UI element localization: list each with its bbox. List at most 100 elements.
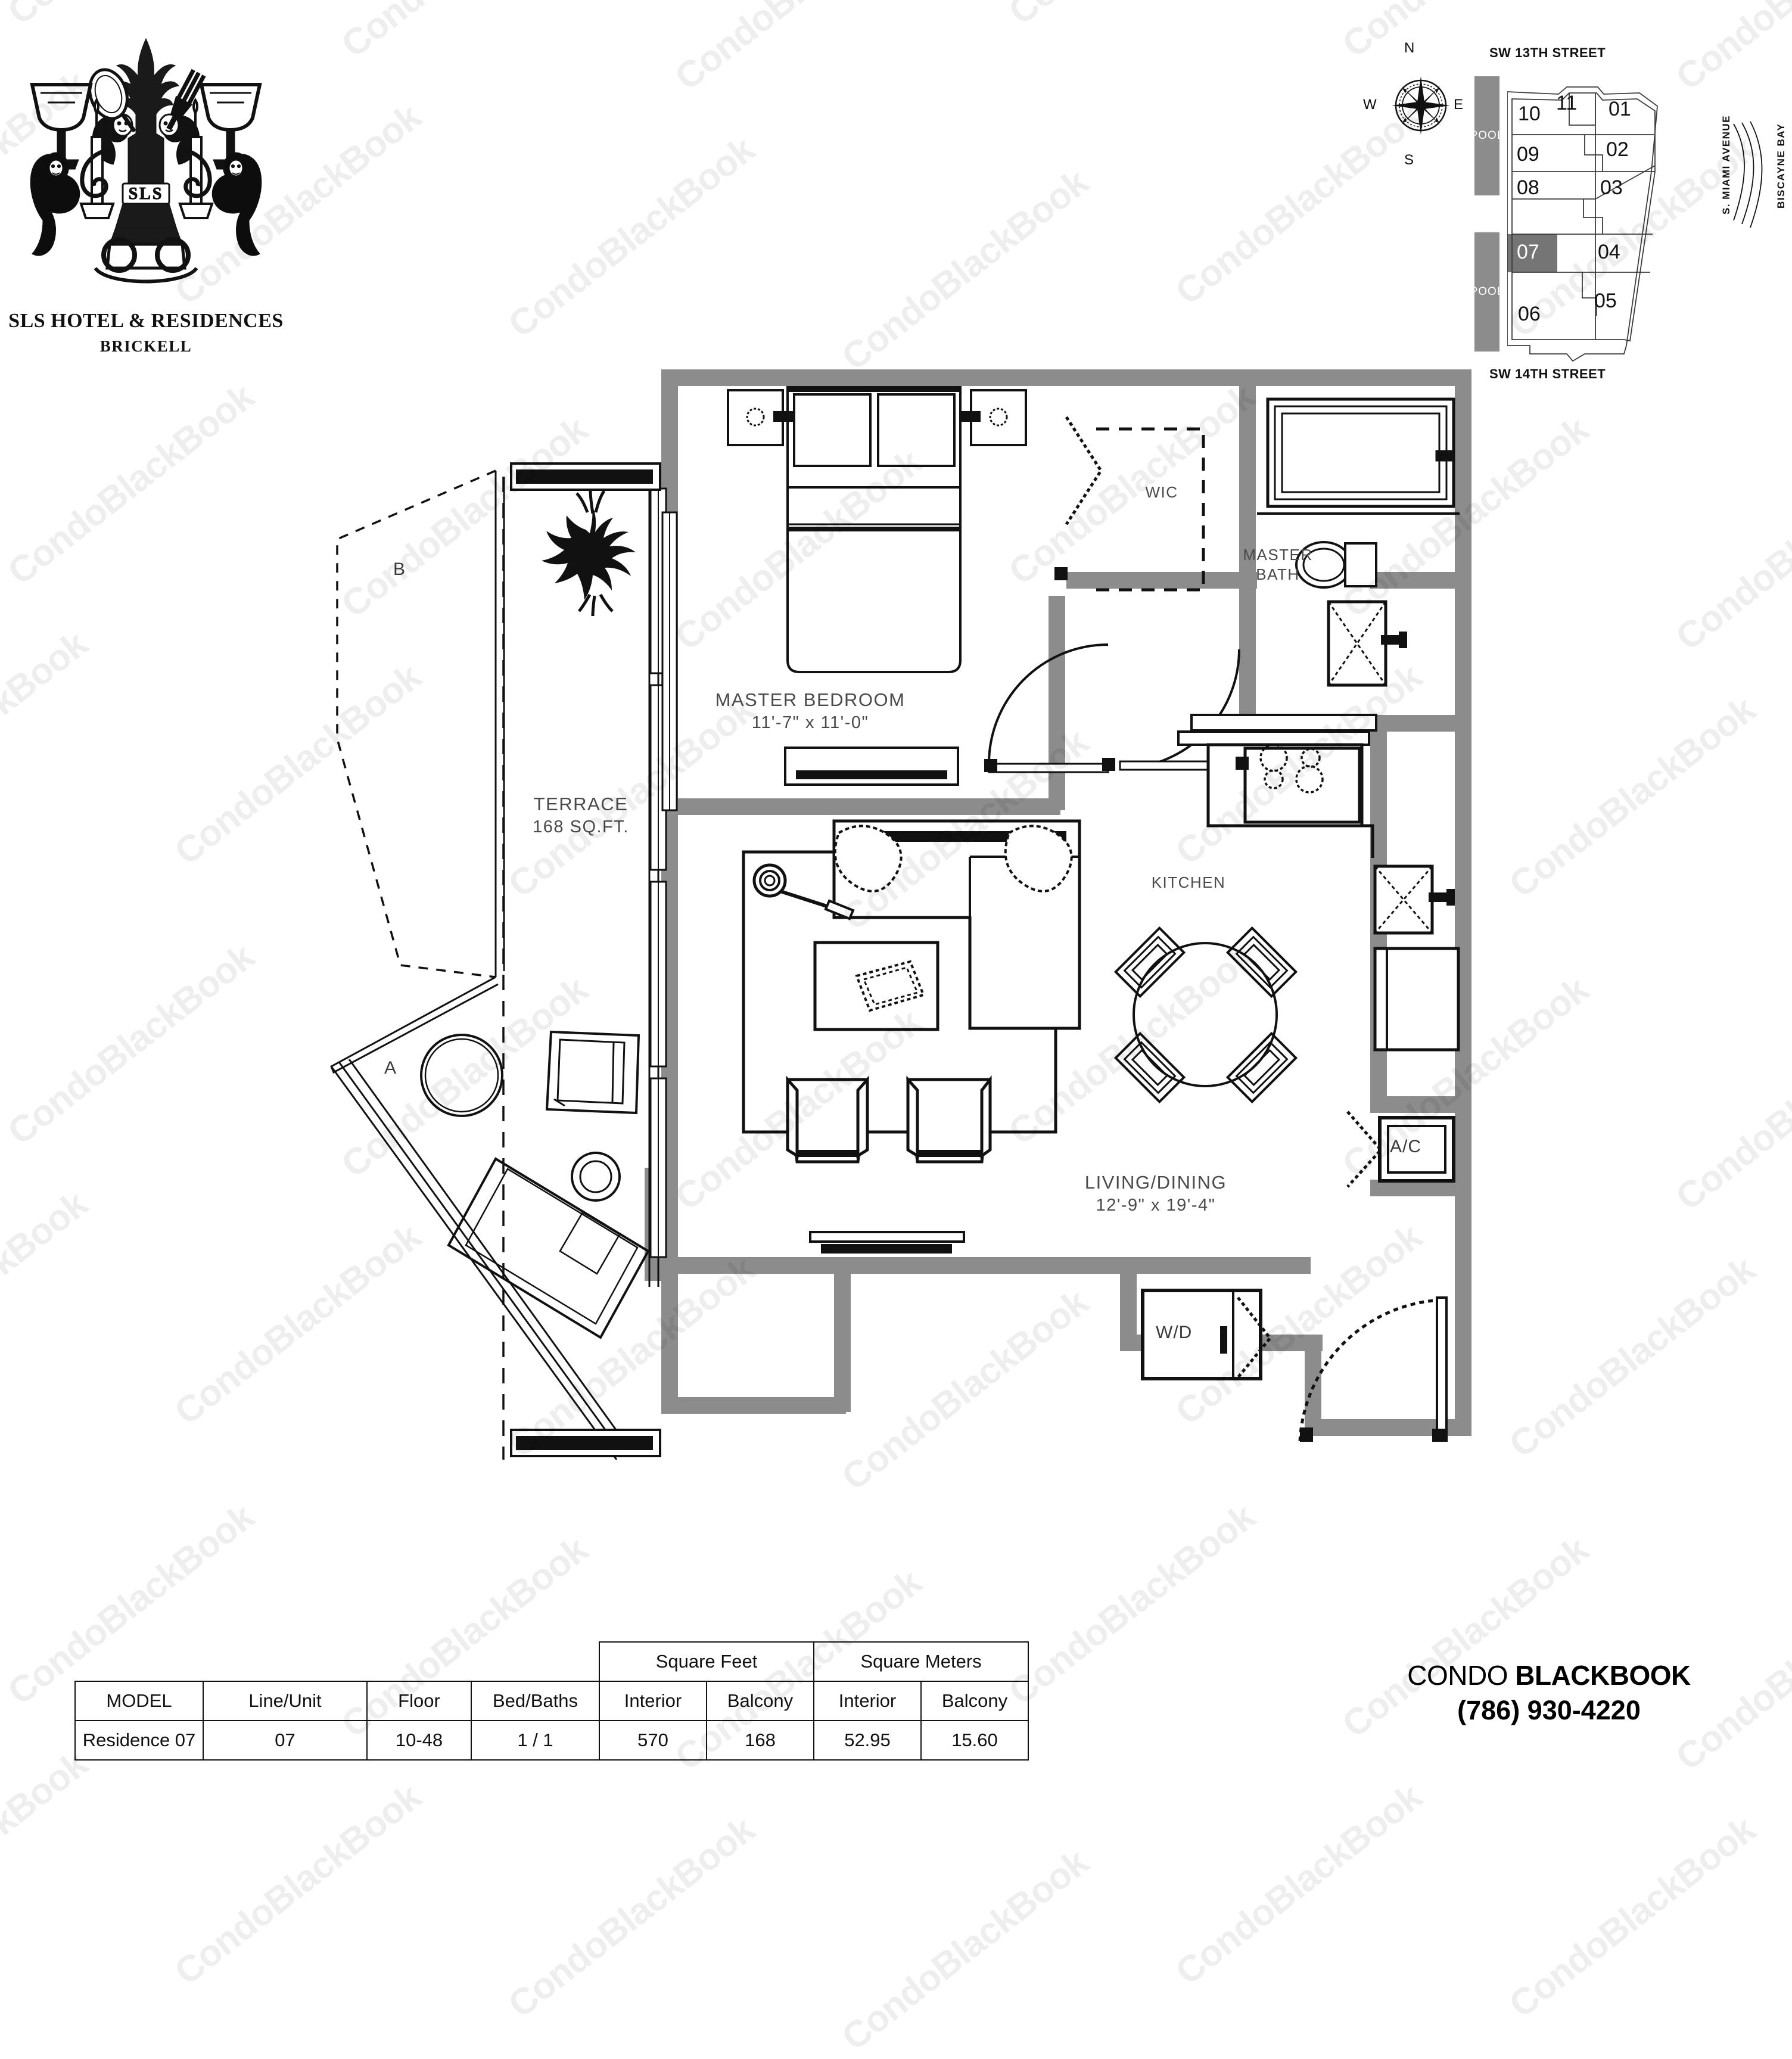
hotel-name: SLS HOTEL & RESIDENCES [8, 310, 284, 332]
col-sqm-interior: Interior [813, 1681, 922, 1721]
washer-dryer-box [1141, 1289, 1262, 1380]
label-kitchen: KITCHEN [1151, 873, 1226, 891]
watermark-text: CondoBlackBook [1168, 1776, 1430, 1993]
cell-floor: 10-48 [366, 1720, 472, 1761]
refrigerator-icon [1373, 947, 1460, 1052]
cell-model: Residence 07 [74, 1720, 204, 1761]
dining-table-icon [1133, 942, 1278, 1087]
brand-name-part1: CONDO [1407, 1660, 1508, 1691]
keyplan-street-top: SW 13TH STREET [1489, 45, 1606, 60]
door-jambs [984, 567, 1249, 772]
table-header-row: MODEL Line/Unit Floor Bed/Baths Interior… [74, 1681, 1029, 1721]
keyplan-pool-south: POOL [1470, 232, 1503, 352]
kitchen-counter-edge [1208, 824, 1374, 858]
coffee-table-icon [813, 941, 939, 1031]
keyplan-pool-north: POOL [1470, 76, 1503, 195]
bath-vanity-counter [1190, 714, 1377, 732]
keyplan-unit-07[interactable]: 07 [1517, 241, 1539, 263]
terrace-window-bottom [510, 1429, 661, 1457]
watermark-text: CondoBlackBook [500, 1809, 763, 2026]
shower-bath-icon [1327, 600, 1407, 687]
bathtub-icon [1266, 397, 1455, 508]
cooktop-icon [1206, 743, 1364, 828]
condo-blackbook-brand: CONDO BLACKBOOK (786) 930-4220 [1314, 1659, 1784, 1726]
watermark-text: CondoBlackBook [0, 1743, 95, 1961]
accent-chair-left [786, 1075, 869, 1164]
brand-phone: (786) 930-4220 [1457, 1695, 1641, 1725]
label-wd: W/D [1156, 1323, 1193, 1342]
cell-bed-baths: 1 / 1 [471, 1720, 600, 1761]
terrace-ornament-icon [542, 489, 636, 617]
wic-shelving [1096, 427, 1205, 592]
ac-closet-door [1346, 1111, 1383, 1188]
terrace-outline [330, 471, 659, 1460]
col-sqft-balcony: Balcony [706, 1681, 814, 1721]
col-line-unit: Line/Unit [203, 1681, 368, 1721]
terrace-zone-b-dashed [336, 469, 496, 978]
keyplan-unit-06[interactable]: 06 [1518, 303, 1541, 325]
group-header-square-meters: Square Meters [813, 1641, 1029, 1682]
keyplan-unit-05[interactable]: 05 [1594, 290, 1617, 312]
keyplan-unit-04[interactable]: 04 [1598, 241, 1620, 263]
col-sqm-balcony: Balcony [920, 1681, 1029, 1721]
keyplan-unit-02[interactable]: 02 [1606, 138, 1629, 161]
brand-name: CONDO BLACKBOOK [1314, 1659, 1784, 1691]
watermark-text: CondoBlackBook [167, 1776, 429, 1993]
watermark-text: CondoBlackBook [1501, 1809, 1763, 2026]
bedroom-dresser [784, 747, 959, 786]
keyplan-unit-09[interactable]: 09 [1517, 143, 1539, 166]
specification-table: Square Feet Square Meters MODEL Line/Uni… [74, 1641, 1029, 1761]
sls-chandelier-logo-icon: SLS [30, 38, 262, 284]
compass-north-label: N [1404, 40, 1415, 56]
dining-chairs [1113, 926, 1298, 1104]
keyplan-unit-07-highlight[interactable] [1507, 234, 1557, 272]
terrace-zone-a-label: A [384, 1058, 396, 1078]
floor-plan-drawing: B A [330, 369, 1471, 1460]
nightstand-right [959, 389, 1027, 446]
washer-dryer-door [1237, 1296, 1273, 1379]
keyplan-unit-03[interactable]: 03 [1600, 176, 1623, 199]
bed-icon [786, 386, 962, 673]
toilet-icon [1295, 541, 1377, 589]
coffee-table-tray [855, 960, 925, 1012]
accent-chair-right [906, 1075, 992, 1164]
label-master-bedroom: MASTER BEDROOM 11'-7" x 11'-0" [715, 689, 906, 732]
keyplan-outline [1507, 86, 1658, 362]
brand-name-part2: BLACKBOOK [1515, 1660, 1691, 1691]
col-sqft-interior: Interior [599, 1681, 707, 1721]
compass-south-label: S [1404, 152, 1414, 168]
floor-lamp-icon [752, 863, 855, 920]
cell-sqm-balcony: 15.60 [920, 1720, 1029, 1761]
label-living-dining: LIVING/DINING 12'-9" x 19'-4" [1084, 1172, 1227, 1215]
terrace-armchair [545, 1030, 640, 1115]
cell-sqm-interior: 52.95 [813, 1720, 922, 1761]
table-row: Residence 07 07 10-48 1 / 1 570 168 52.9… [74, 1720, 1029, 1761]
terrace-window-top [510, 462, 661, 491]
terrace-side-table [571, 1152, 621, 1202]
col-model: MODEL [74, 1681, 204, 1721]
keyplan-unit-11[interactable]: 11 [1556, 92, 1578, 114]
keyplan-unit-01[interactable]: 01 [1609, 98, 1631, 120]
compass-west-label: W [1363, 97, 1377, 113]
bay-waves-icon [1733, 121, 1763, 228]
cell-sqft-balcony: 168 [706, 1720, 814, 1761]
keyplan-unit-10[interactable]: 10 [1518, 102, 1541, 125]
cell-sqft-interior: 570 [599, 1720, 707, 1761]
sls-logo-block: SLS [6, 6, 286, 363]
col-bed-baths: Bed/Baths [471, 1681, 600, 1721]
compass-east-label: E [1454, 97, 1464, 113]
bedroom-window [661, 511, 678, 811]
terrace-round-table [420, 1034, 503, 1117]
table-group-header-row: Square Feet Square Meters [75, 1641, 1029, 1682]
keyplan-units-block: 10 11 01 09 02 08 03 07 04 06 05 [1507, 66, 1710, 363]
kitchen-appliance-icon [1373, 864, 1455, 935]
label-master-bath: MASTER BATH [1243, 546, 1313, 584]
label-wic: WIC [1145, 483, 1178, 501]
wic-door [1065, 416, 1103, 525]
cell-line-unit: 07 [203, 1720, 368, 1761]
label-ac: A/C [1390, 1137, 1422, 1156]
terrace-zone-b-label: B [393, 559, 405, 579]
keyplan-unit-08[interactable]: 08 [1517, 176, 1539, 199]
sofa-pillows [833, 825, 1073, 892]
svg-text:SLS: SLS [129, 185, 164, 203]
